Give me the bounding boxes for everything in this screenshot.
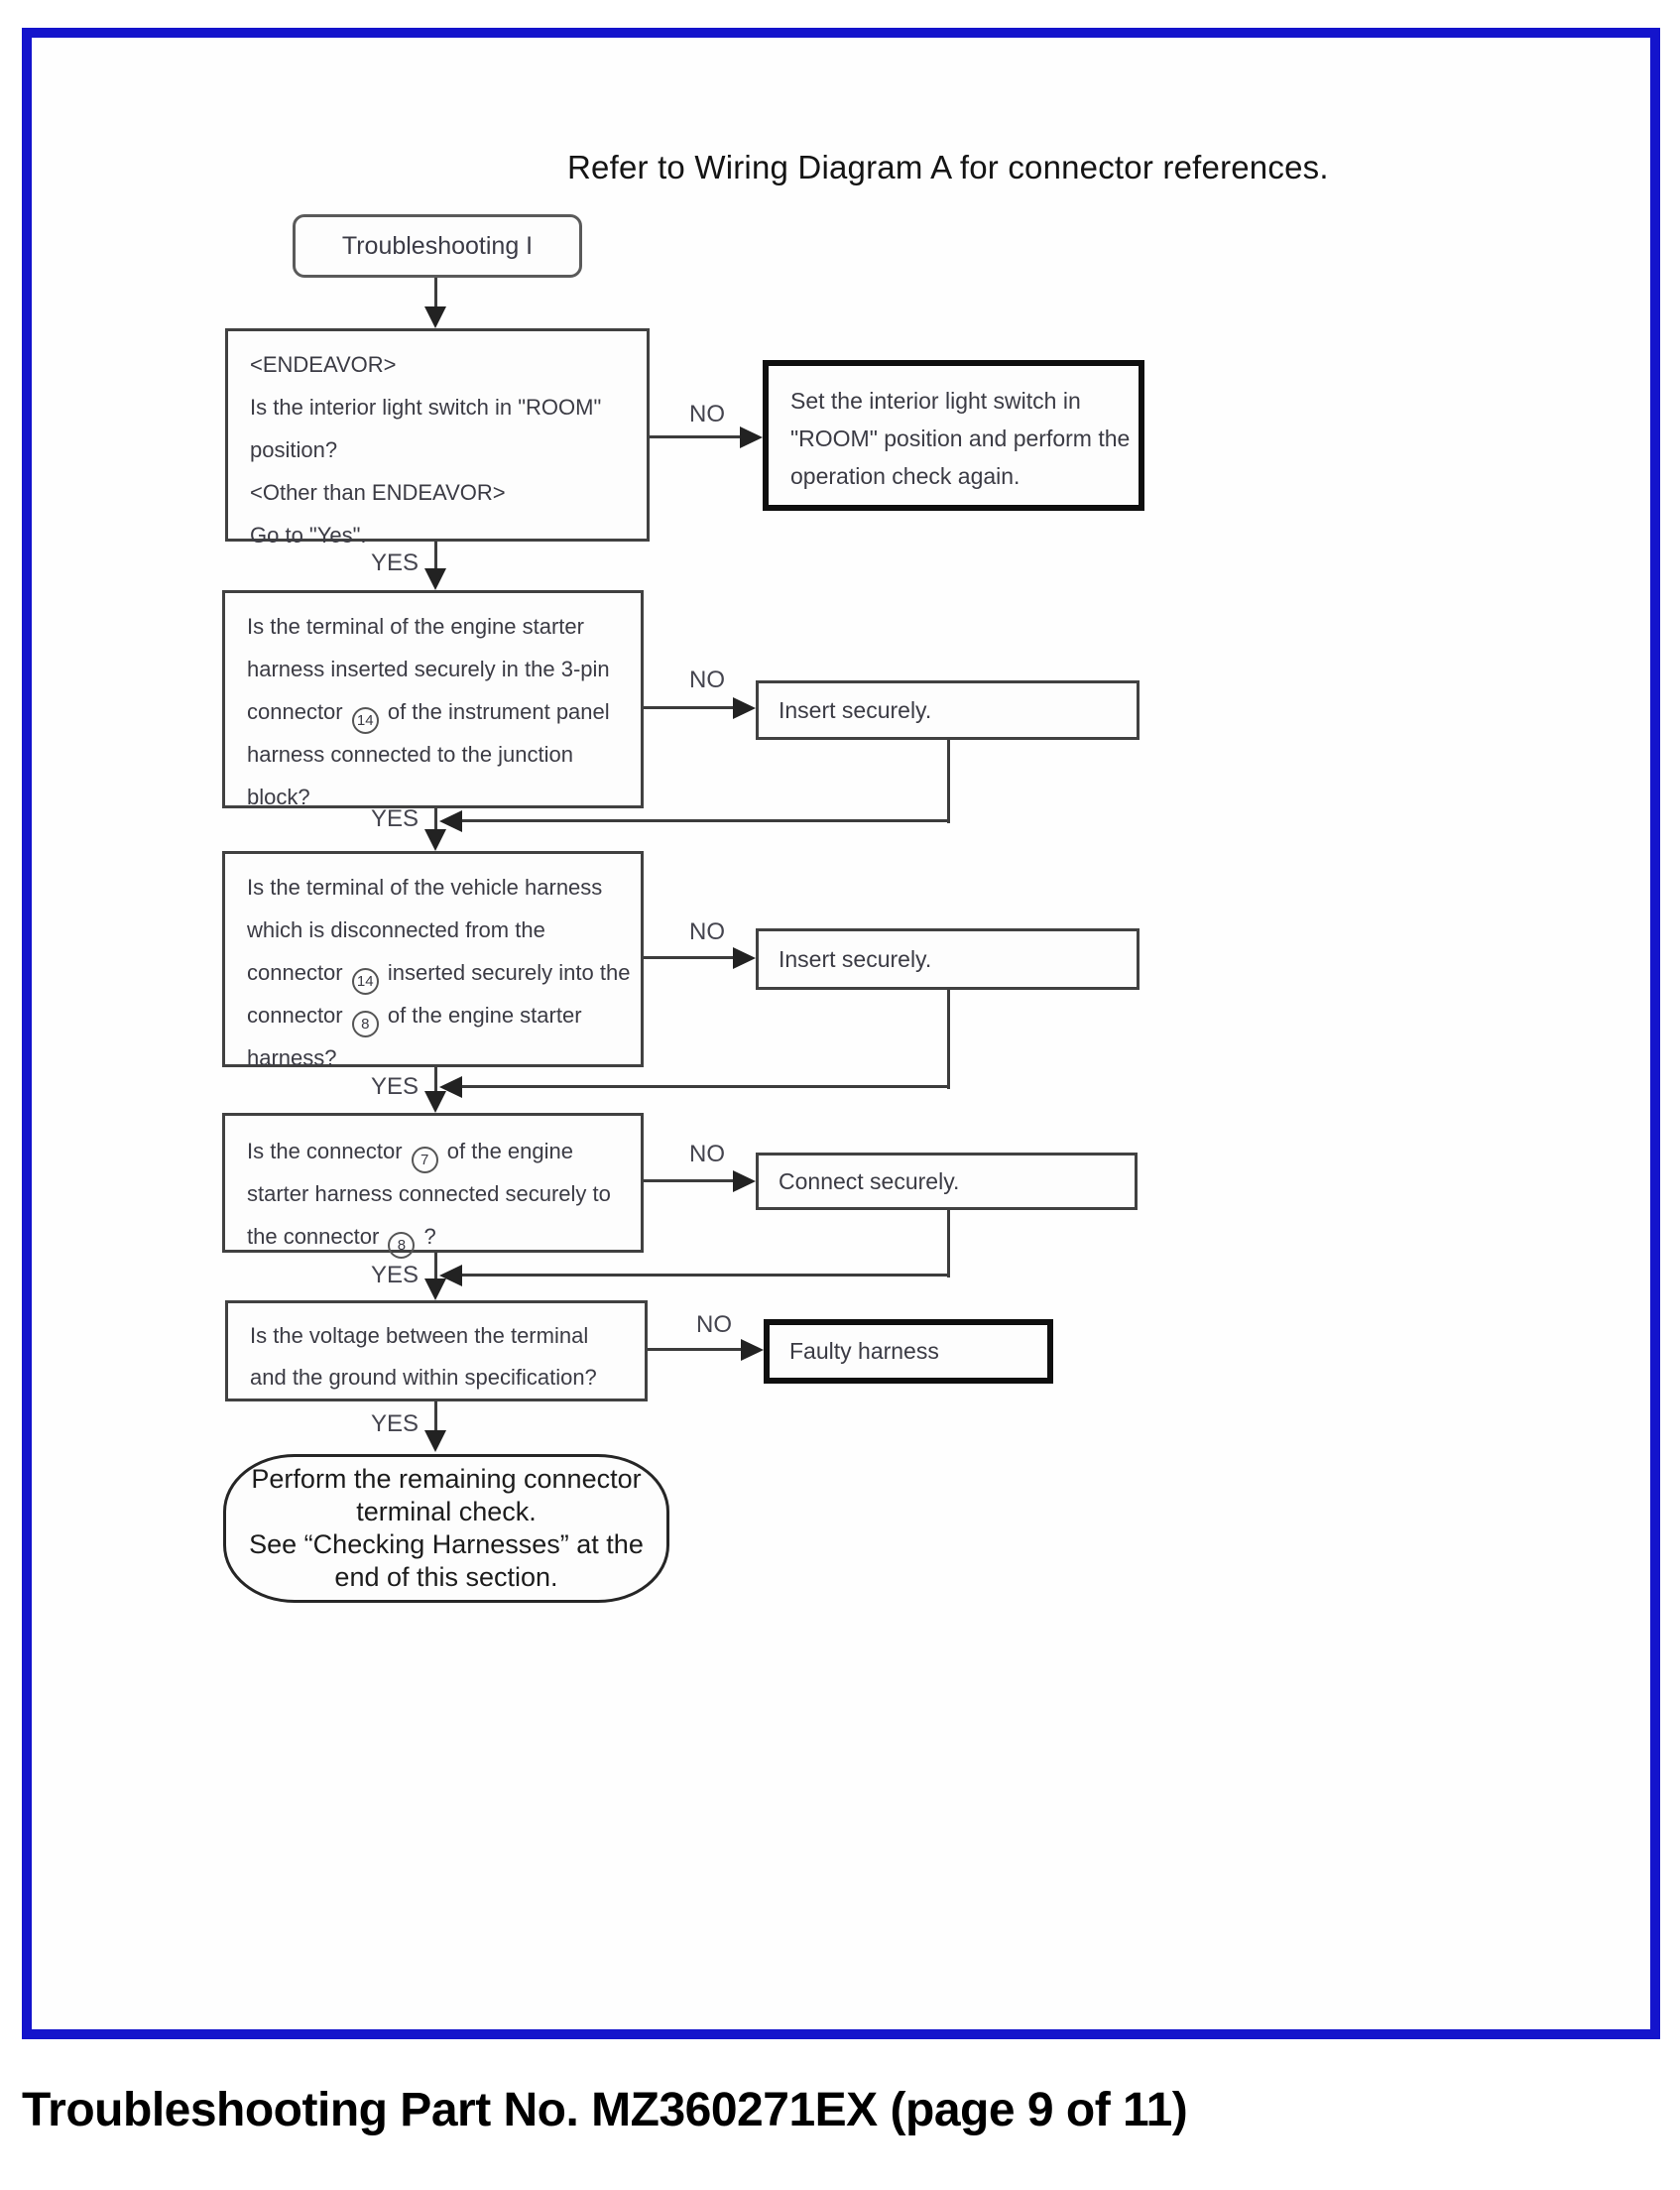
question-line: Is the voltage between the terminal bbox=[250, 1323, 589, 1348]
arrow-left-icon bbox=[439, 810, 462, 832]
yes-label-3: YES bbox=[370, 1073, 419, 1100]
return-line bbox=[461, 819, 950, 822]
arrow-down-icon bbox=[424, 306, 446, 328]
yes-label-2: YES bbox=[370, 805, 419, 832]
page-caption: Troubleshooting Part No. MZ360271EX (pag… bbox=[22, 2084, 1188, 2136]
start-node: Troubleshooting I bbox=[293, 214, 582, 278]
end-node: Perform the remaining connector terminal… bbox=[223, 1454, 669, 1603]
flow-line bbox=[434, 542, 437, 570]
question-line: the connector 8 ? bbox=[247, 1215, 635, 1259]
flow-line bbox=[434, 808, 437, 831]
question-box-3: Is the terminal of the vehicle harness w… bbox=[222, 851, 644, 1070]
blue-frame: Refer to Wiring Diagram A for connector … bbox=[22, 28, 1660, 2039]
no-label-5: NO bbox=[696, 1311, 732, 1338]
circled-connector-number: 8 bbox=[351, 1011, 379, 1037]
question-line: which is disconnected from the bbox=[247, 917, 545, 942]
question-line: Is the terminal of the engine starter bbox=[247, 614, 584, 639]
action-box-2: Insert securely. bbox=[756, 680, 1140, 740]
circled-connector-number: 14 bbox=[351, 968, 379, 995]
start-node-label: Troubleshooting I bbox=[341, 231, 534, 260]
no-arrow-line bbox=[644, 1179, 735, 1182]
no-label-4: NO bbox=[689, 1141, 725, 1167]
arrow-right-icon bbox=[741, 1339, 764, 1361]
question-line: block? bbox=[247, 785, 310, 809]
arrow-down-icon bbox=[424, 829, 446, 851]
circled-connector-number: 14 bbox=[351, 707, 379, 734]
return-line bbox=[461, 1085, 950, 1088]
question-line: Is the interior light switch in "ROOM" bbox=[250, 395, 602, 420]
end-line: Perform the remaining connector bbox=[251, 1464, 642, 1494]
circled-connector-number: 7 bbox=[411, 1147, 438, 1173]
arrow-left-icon bbox=[439, 1076, 462, 1098]
question-line: and the ground within specification? bbox=[250, 1365, 597, 1390]
return-line bbox=[947, 740, 950, 823]
no-label-1: NO bbox=[689, 401, 725, 427]
return-line bbox=[947, 990, 950, 1089]
arrow-right-icon bbox=[733, 947, 756, 969]
question-line: connector 8 of the engine starter bbox=[247, 994, 635, 1037]
action-line: Insert securely. bbox=[779, 696, 932, 723]
action-line: operation check again. bbox=[790, 463, 1020, 489]
no-arrow-line bbox=[644, 956, 735, 959]
arrow-right-icon bbox=[733, 697, 756, 719]
wiring-note: Refer to Wiring Diagram A for connector … bbox=[567, 149, 1329, 185]
question-line: harness inserted securely in the 3-pin bbox=[247, 657, 610, 681]
flow-line bbox=[434, 1253, 437, 1280]
question-line: starter harness connected securely to bbox=[247, 1181, 611, 1206]
action-line: Insert securely. bbox=[779, 945, 932, 972]
arrow-down-icon bbox=[424, 568, 446, 590]
flow-line bbox=[434, 1067, 437, 1093]
no-label-2: NO bbox=[689, 667, 725, 693]
arrow-down-icon bbox=[424, 1430, 446, 1452]
question-box-2: Is the terminal of the engine starter ha… bbox=[222, 590, 644, 809]
question-line: Is the connector 7 of the engine bbox=[247, 1130, 635, 1173]
end-line: terminal check. bbox=[356, 1497, 537, 1526]
question-line: <ENDEAVOR> bbox=[250, 352, 397, 377]
yes-label-5: YES bbox=[370, 1410, 419, 1437]
arrow-right-icon bbox=[740, 426, 763, 448]
flow-line bbox=[434, 1401, 437, 1432]
no-arrow-line bbox=[650, 435, 742, 438]
question-box-1: <ENDEAVOR> Is the interior light switch … bbox=[225, 328, 650, 548]
action-box-1: Set the interior light switch in "ROOM" … bbox=[763, 360, 1144, 511]
yes-label-1: YES bbox=[370, 549, 419, 576]
question-line: connector 14 of the instrument panel bbox=[247, 690, 635, 734]
action-box-3: Insert securely. bbox=[756, 928, 1140, 990]
return-line bbox=[461, 1274, 950, 1277]
question-line: Go to "Yes". bbox=[250, 523, 367, 548]
end-line: end of this section. bbox=[334, 1562, 558, 1592]
return-line bbox=[947, 1210, 950, 1278]
arrow-left-icon bbox=[439, 1265, 462, 1286]
action-box-5: Faulty harness bbox=[764, 1319, 1053, 1384]
action-line: Faulty harness bbox=[789, 1338, 939, 1364]
question-box-5: Is the voltage between the terminal and … bbox=[225, 1300, 648, 1401]
question-line: connector 14 inserted securely into the bbox=[247, 951, 635, 995]
question-line: <Other than ENDEAVOR> bbox=[250, 480, 506, 505]
yes-label-4: YES bbox=[370, 1262, 419, 1288]
question-line: Is the terminal of the vehicle harness bbox=[247, 875, 603, 900]
action-line: Connect securely. bbox=[779, 1167, 960, 1194]
question-line: harness? bbox=[247, 1045, 337, 1070]
arrow-right-icon bbox=[733, 1170, 756, 1192]
end-line: See “Checking Harnesses” at the bbox=[249, 1529, 644, 1559]
question-line: harness connected to the junction bbox=[247, 742, 574, 767]
no-arrow-line bbox=[648, 1348, 743, 1351]
no-arrow-line bbox=[644, 706, 735, 709]
question-line: position? bbox=[250, 437, 338, 462]
question-box-4: Is the connector 7 of the engine starter… bbox=[222, 1113, 644, 1259]
circled-connector-number: 8 bbox=[388, 1232, 416, 1259]
action-box-4: Connect securely. bbox=[756, 1153, 1138, 1210]
flow-line bbox=[434, 278, 437, 308]
action-line: Set the interior light switch in bbox=[790, 388, 1081, 414]
action-line: "ROOM" position and perform the bbox=[790, 426, 1131, 451]
no-label-3: NO bbox=[689, 918, 725, 945]
